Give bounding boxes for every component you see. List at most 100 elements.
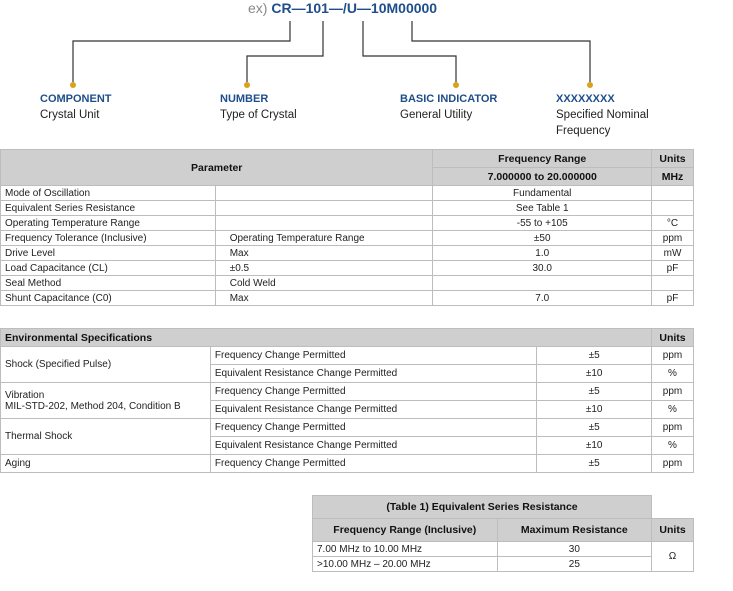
- row-unit: %: [651, 364, 694, 383]
- table-row: Aging Frequency Change Permitted ±5 ppm: [0, 454, 694, 473]
- row-param: Mode of Oscillation: [0, 185, 216, 201]
- esr-table-title: (Table 1) Equivalent Series Resistance: [311, 495, 653, 519]
- row-param: Equivalent Series Resistance: [0, 200, 216, 216]
- header-max-resistance: Maximum Resistance: [496, 518, 653, 542]
- table-row: Operating Temperature Range -55 to +105 …: [0, 215, 694, 231]
- row-range: >10.00 MHz – 20.00 MHz: [312, 556, 498, 572]
- connector-number: [246, 21, 324, 82]
- table-row: Frequency Tolerance (Inclusive) Operatin…: [0, 230, 694, 246]
- row-cond: Frequency Change Permitted: [209, 454, 538, 473]
- label-text: Type of Crystal: [220, 109, 297, 121]
- row-param: Seal Method: [0, 275, 216, 291]
- table-row: Equivalent Resistance Change Permitted ±…: [1, 364, 694, 383]
- header-units: Units: [651, 149, 694, 168]
- table-row: Shock (Specified Pulse) Frequency Change…: [0, 346, 694, 383]
- row-cond: Cold Weld: [214, 275, 434, 291]
- row-value: ±5: [536, 418, 652, 437]
- row-cond: [214, 185, 434, 201]
- environmental-table: Environmental Specifications Units Shock…: [0, 328, 694, 473]
- row-value: ±10: [536, 400, 652, 419]
- label-head: BASIC INDICATOR: [400, 93, 498, 105]
- row-value: 30.0: [432, 260, 652, 276]
- row-cond: Frequency Change Permitted: [209, 418, 538, 437]
- header-frequency-range: Frequency Range (Inclusive): [312, 518, 498, 542]
- row-unit: pF: [651, 290, 694, 306]
- row-cond: Frequency Change Permitted: [209, 346, 538, 365]
- marker-dot: [453, 82, 459, 88]
- part-number-example: ex) CR—101—/U—10M00000: [248, 0, 508, 16]
- vibration-label: Vibration MIL-STD-202, Method 204, Condi…: [0, 382, 211, 419]
- esr-table: (Table 1) Equivalent Series Resistance F…: [311, 495, 694, 572]
- row-unit: %: [651, 400, 694, 419]
- row-unit: ppm: [651, 382, 694, 401]
- ohm-unit: Ω: [651, 541, 694, 572]
- label-text: General Utility: [400, 109, 473, 121]
- shock-label: Shock (Specified Pulse): [0, 346, 211, 383]
- row-value: -55 to +105: [432, 215, 652, 231]
- row-cond: Operating Temperature Range: [214, 230, 434, 246]
- row-value: 30: [496, 541, 653, 557]
- label-head: COMPONENT: [40, 93, 112, 105]
- label-head: XXXXXXXX: [556, 93, 615, 105]
- row-range: 7.00 MHz to 10.00 MHz: [312, 541, 498, 557]
- row-value: See Table 1: [432, 200, 652, 216]
- label-basic-indicator: BASIC INDICATOR General Utility: [400, 91, 497, 123]
- row-value: ±5: [536, 382, 652, 401]
- vibration-text: Vibration: [5, 389, 45, 401]
- header-units: Units: [651, 328, 694, 347]
- label-component: COMPONENT Crystal Unit: [40, 91, 112, 123]
- label-number: NUMBER Type of Crystal: [220, 91, 297, 123]
- row-param: Shunt Capacitance (C0): [0, 290, 216, 306]
- row-value: ±5: [536, 346, 652, 365]
- table-row: Vibration MIL-STD-202, Method 204, Condi…: [0, 382, 694, 419]
- label-head: NUMBER: [220, 93, 269, 105]
- row-cond: Max: [214, 290, 434, 306]
- row-cond: ±0.5: [214, 260, 434, 276]
- label-text: Crystal Unit: [40, 109, 100, 121]
- marker-dot: [70, 82, 76, 88]
- row-value: Fundamental: [432, 185, 652, 201]
- row-unit: [651, 275, 694, 291]
- row-unit: %: [651, 436, 694, 455]
- label-nominal-frequency: XXXXXXXX Specified Nominal Frequency: [556, 91, 649, 139]
- row-unit: ppm: [651, 230, 694, 246]
- connector-indicator: [362, 21, 457, 82]
- table-row: 7.00 MHz to 10.00 MHz 30 Ω: [312, 541, 694, 572]
- header-parameter: Parameter: [0, 149, 434, 186]
- marker-dot: [587, 82, 593, 88]
- table-row: Drive Level Max 1.0 mW: [0, 245, 694, 261]
- connector-component: [72, 21, 291, 82]
- row-unit: mW: [651, 245, 694, 261]
- header-environmental: Environmental Specifications: [0, 328, 652, 347]
- thermal-shock-label: Thermal Shock: [0, 418, 211, 455]
- table-row: Mode of Oscillation Fundamental: [0, 185, 694, 201]
- connector-lines: [70, 21, 593, 88]
- vibration-standard: MIL-STD-202, Method 204, Condition B: [5, 400, 181, 412]
- row-cond: Max: [214, 245, 434, 261]
- row-cond: Equivalent Resistance Change Permitted: [209, 400, 538, 419]
- row-unit: ppm: [651, 346, 694, 365]
- row-param: Load Capacitance (CL): [0, 260, 216, 276]
- row-unit: °C: [651, 215, 694, 231]
- label-text: Frequency: [556, 125, 611, 137]
- table-row: Shunt Capacitance (C0) Max 7.0 pF: [0, 290, 694, 306]
- table-row: Thermal Shock Frequency Change Permitted…: [0, 418, 694, 455]
- header-frequency-range: Frequency Range: [432, 149, 652, 168]
- row-param: Operating Temperature Range: [0, 215, 216, 231]
- row-param: Frequency Tolerance (Inclusive): [0, 230, 216, 246]
- table-row: Seal Method Cold Weld: [0, 275, 694, 291]
- connector-frequency: [411, 21, 591, 82]
- marker-dot: [244, 82, 250, 88]
- row-unit: ppm: [651, 418, 694, 437]
- row-unit: [651, 185, 694, 201]
- spec-table: Parameter Frequency Range Units 7.000000…: [0, 149, 694, 306]
- row-value: ±50: [432, 230, 652, 246]
- row-unit: [651, 200, 694, 216]
- label-text: Specified Nominal: [556, 109, 649, 121]
- row-value: ±10: [536, 364, 652, 383]
- row-value: 7.0: [432, 290, 652, 306]
- row-value: [432, 275, 652, 291]
- row-unit: pF: [651, 260, 694, 276]
- frequency-range-unit: MHz: [651, 167, 694, 186]
- table-row: Equivalent Series Resistance See Table 1: [0, 200, 694, 216]
